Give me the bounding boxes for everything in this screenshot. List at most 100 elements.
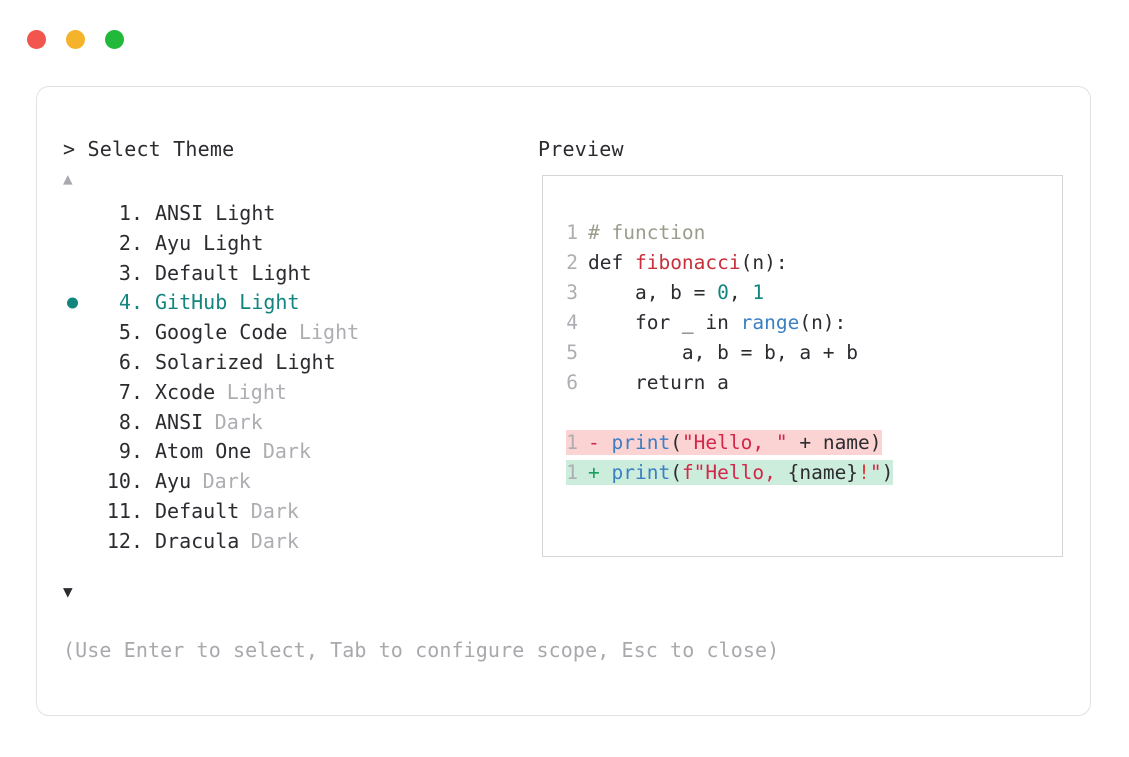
theme-item-variant: Dark (214, 409, 263, 434)
selected-bullet-icon (67, 506, 78, 517)
theme-list-item[interactable]: 6. Solarized Light (63, 348, 493, 378)
theme-list-item[interactable]: 1. ANSI Light (63, 199, 493, 229)
diff-highlight: 1+ print(f"Hello, {name}!") (566, 460, 894, 485)
line-number: 1 (566, 431, 578, 454)
theme-list-item[interactable]: 8. ANSI Dark (63, 408, 493, 438)
diff-highlight: 1- print("Hello, " + name) (566, 430, 882, 455)
selected-bullet-icon (67, 208, 78, 219)
code-blank-line (566, 398, 893, 428)
code-token: ! (858, 461, 870, 484)
maximize-window-icon[interactable] (105, 30, 124, 49)
theme-item-number: 7. (118, 379, 143, 404)
theme-item-number: 5. (118, 320, 143, 345)
theme-item-number: 4. (118, 290, 143, 315)
theme-item-label: Dracula (155, 528, 240, 553)
diff-marker: + (588, 461, 612, 484)
theme-item-number: 3. (118, 260, 143, 285)
theme-item-label: Solarized Light (155, 349, 336, 374)
selected-bullet-icon (67, 238, 78, 249)
theme-item-variant: Dark (250, 528, 299, 553)
code-token: # function (588, 221, 706, 244)
theme-item-label: GitHub Light (155, 290, 300, 315)
line-number: 4 (566, 311, 578, 334)
code-token: {name} (787, 461, 859, 484)
close-window-icon[interactable] (27, 30, 46, 49)
theme-list-item[interactable]: 11. Default Dark (63, 497, 493, 527)
page-title: > Select Theme (63, 137, 235, 161)
selected-bullet-icon (67, 297, 78, 309)
diff-line-del: 1- print("Hello, " + name) (566, 428, 893, 458)
line-number: 2 (566, 251, 578, 274)
preview-title: Preview (538, 137, 624, 161)
theme-item-number: 6. (118, 349, 143, 374)
code-token: print (611, 461, 671, 484)
theme-item-variant: Dark (250, 498, 299, 523)
selected-bullet-icon (67, 328, 78, 339)
code-line: 6 return a (566, 368, 893, 398)
code-token: 1 (752, 281, 765, 304)
code-token: (n): (799, 311, 847, 334)
theme-list-item[interactable]: 12. Dracula Dark (63, 527, 493, 557)
code-token: ( (670, 431, 682, 454)
code-line: 1 # function (566, 218, 893, 248)
code-token: + name) (787, 431, 882, 454)
selected-bullet-icon (67, 357, 78, 368)
theme-list-item[interactable]: 4. GitHub Light (63, 288, 493, 318)
code-token: "Hello, " (681, 431, 788, 454)
theme-item-number: 1. (118, 201, 143, 225)
code-token: return a (588, 371, 729, 394)
theme-item-label: Google Code (155, 320, 288, 345)
diff-marker: - (588, 431, 612, 454)
theme-item-label: ANSI (155, 409, 204, 434)
keyboard-hint: (Use Enter to select, Tab to configure s… (63, 638, 780, 662)
code-token: fibonacci (634, 251, 741, 274)
theme-item-label: Ayu Light (155, 230, 264, 255)
scroll-up-icon[interactable]: ▲ (63, 169, 73, 188)
theme-item-number: 9. (118, 439, 143, 464)
theme-item-label: ANSI Light (155, 201, 276, 225)
code-token: a, b = (588, 281, 718, 304)
theme-item-number: 11. (106, 498, 143, 523)
theme-item-label: Default Light (155, 260, 312, 285)
code-token: a, b = b, a + b (588, 341, 859, 364)
window-traffic-lights (27, 30, 124, 49)
line-number: 6 (566, 371, 578, 394)
theme-item-variant: Light (298, 320, 360, 345)
code-token: , (728, 281, 753, 304)
selected-bullet-icon (67, 447, 78, 458)
line-number: 1 (566, 221, 578, 244)
theme-list-item[interactable]: 3. Default Light (63, 259, 493, 289)
theme-item-number: 12. (106, 528, 143, 553)
theme-list-item[interactable]: 5. Google Code Light (63, 318, 493, 348)
selected-bullet-icon (67, 477, 78, 488)
selected-bullet-icon (67, 417, 78, 428)
theme-list-item[interactable]: 2.Ayu Light (63, 229, 493, 259)
code-token: 0 (717, 281, 729, 304)
selected-bullet-icon (67, 387, 78, 398)
code-token: " (869, 461, 882, 484)
theme-item-label: Xcode (155, 379, 216, 404)
selected-bullet-icon (67, 268, 78, 279)
code-line: 5 a, b = b, a + b (566, 338, 893, 368)
code-token: range (740, 311, 800, 334)
theme-item-variant: Dark (262, 439, 311, 464)
theme-item-label: Ayu (155, 469, 192, 494)
diff-line-add: 1+ print(f"Hello, {name}!") (566, 458, 894, 488)
line-number: 1 (566, 461, 578, 484)
theme-item-number: 8. (118, 409, 143, 434)
scroll-down-icon[interactable]: ▼ (63, 582, 73, 601)
code-token: ( (670, 461, 682, 484)
theme-item-label: Default (155, 498, 240, 523)
code-line: 4 for _ in range(n): (566, 308, 893, 338)
theme-item-number: 10. (106, 469, 143, 494)
minimize-window-icon[interactable] (66, 30, 85, 49)
theme-item-variant: Dark (202, 469, 251, 494)
theme-list-item[interactable]: 10. Ayu Dark (63, 467, 493, 497)
selected-bullet-icon (67, 536, 78, 547)
